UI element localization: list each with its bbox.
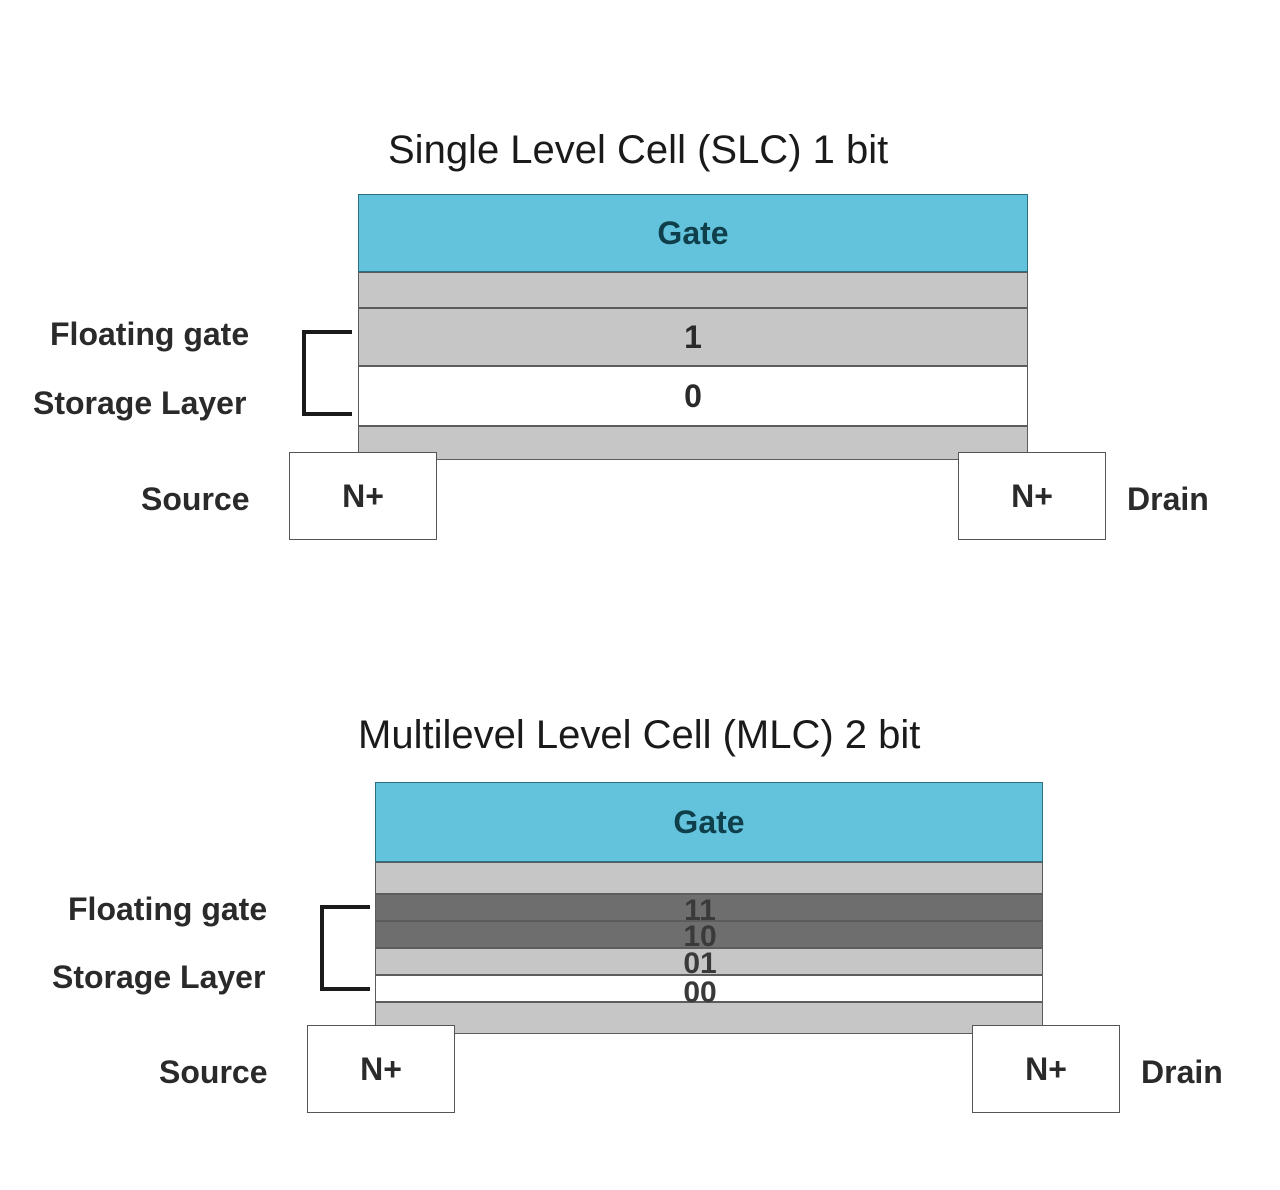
mlc-level-00-band: [375, 975, 1043, 1002]
mlc-level-10-band: [375, 921, 1043, 948]
slc-gate-layer: Gate: [358, 194, 1028, 272]
mlc-source-label: Source: [159, 1054, 268, 1090]
slc-title: Single Level Cell (SLC) 1 bit: [388, 128, 889, 172]
mlc-level-01-label: 01: [683, 947, 717, 980]
slc-storage-layer: 0: [358, 366, 1028, 426]
mlc-drain-label: Drain: [1141, 1054, 1223, 1090]
mlc-level-10-label: 10: [683, 920, 717, 953]
slc-top-oxide-layer: [358, 272, 1028, 308]
slc-drain-label: Drain: [1127, 481, 1209, 517]
mlc-bracket: [320, 905, 370, 991]
slc-floating-gate-layer: 1: [358, 308, 1028, 366]
mlc-level-01-band: [375, 948, 1043, 975]
mlc-gate-layer: Gate: [375, 782, 1043, 862]
mlc-storage-layer-label: Storage Layer: [52, 959, 266, 995]
slc-bracket: [302, 330, 352, 416]
slc-source-label: Source: [141, 481, 250, 517]
mlc-level-11-band: [375, 894, 1043, 921]
slc-bottom-oxide-layer: [358, 426, 1028, 460]
slc-drain-region: N+: [958, 452, 1106, 540]
mlc-drain-region: N+: [972, 1025, 1120, 1113]
mlc-title: Multilevel Level Cell (MLC) 2 bit: [358, 713, 921, 757]
mlc-level-00-label: 00: [683, 976, 717, 1009]
slc-source-region: N+: [289, 452, 437, 540]
mlc-bottom-oxide-layer: [375, 1002, 1043, 1034]
mlc-top-oxide-layer: [375, 862, 1043, 894]
mlc-source-region: N+: [307, 1025, 455, 1113]
mlc-floating-gate-label: Floating gate: [68, 891, 268, 927]
slc-floating-gate-label: Floating gate: [50, 316, 250, 352]
mlc-level-11-label: 11: [684, 894, 716, 927]
slc-storage-layer-label: Storage Layer: [33, 385, 247, 421]
